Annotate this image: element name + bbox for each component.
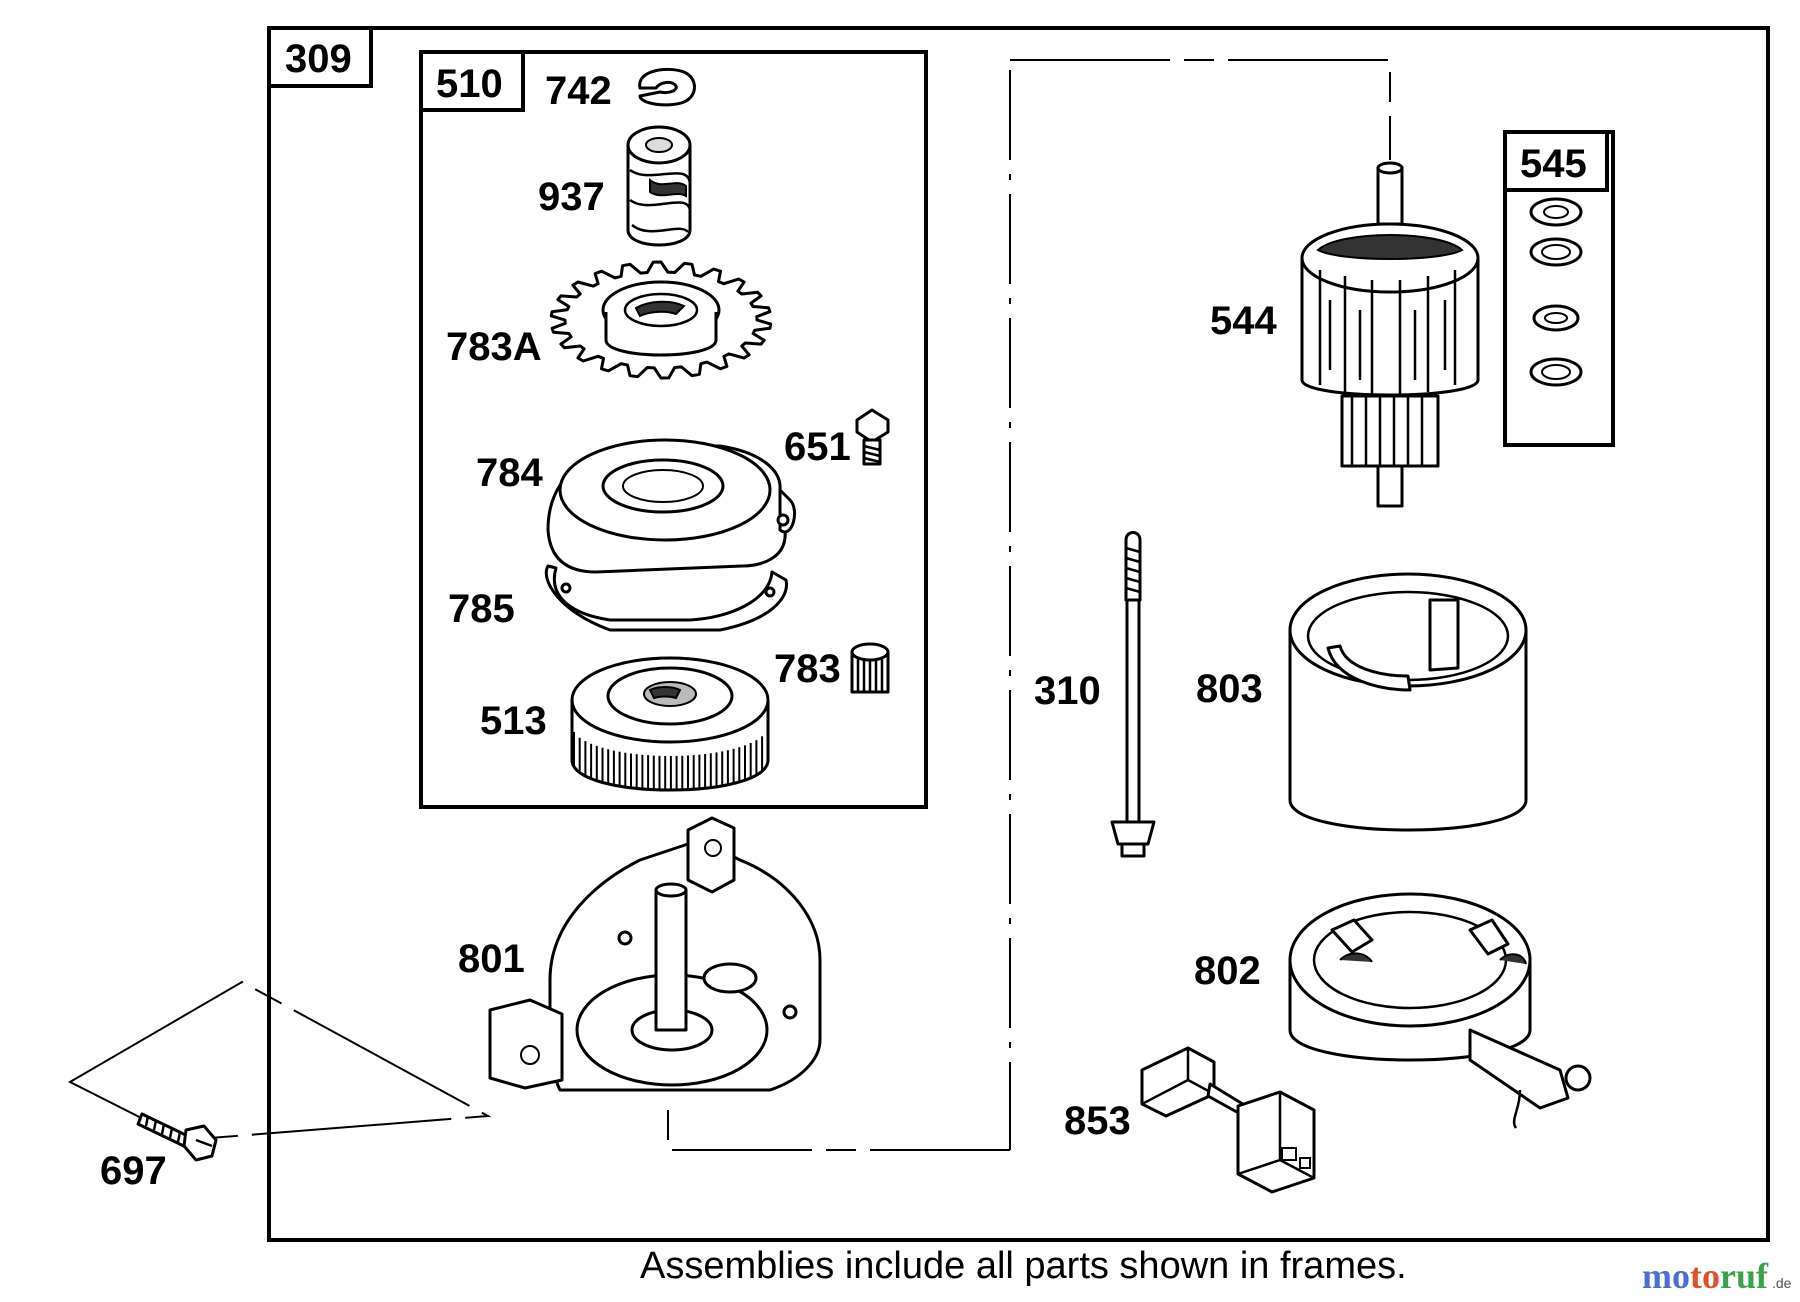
label-697: 697 <box>100 1149 167 1193</box>
leader-line-bolt-697 <box>67 980 492 1142</box>
label-803: 803 <box>1196 667 1263 711</box>
housing-803 <box>1288 572 1528 832</box>
frame-309 <box>267 26 1770 1242</box>
label-785: 785 <box>448 587 515 631</box>
spring-937 <box>626 125 692 247</box>
gear-783a <box>549 260 773 380</box>
label-310: 310 <box>1034 669 1101 713</box>
frame-510-tag <box>419 50 525 112</box>
cover-784 <box>546 438 796 574</box>
bolt-310 <box>1110 531 1156 858</box>
clip-742 <box>638 67 696 107</box>
gasket-785 <box>544 564 788 632</box>
bracket-801 <box>488 816 822 1092</box>
leader-line-armature <box>667 59 1391 1151</box>
watermark-logo: motoruf <box>1642 1256 1769 1296</box>
frame-545-tag <box>1503 130 1609 192</box>
label-937: 937 <box>538 175 605 219</box>
label-853: 853 <box>1064 1099 1131 1143</box>
caption: Assemblies include all parts shown in fr… <box>640 1245 1407 1287</box>
assembly-510-label: 510 <box>436 62 503 106</box>
watermark-suffix: .de <box>1772 1275 1792 1291</box>
pinion-783 <box>850 642 890 694</box>
label-784: 784 <box>476 451 543 495</box>
label-801: 801 <box>458 937 525 981</box>
label-651: 651 <box>784 425 851 469</box>
bolt-697 <box>136 1112 218 1162</box>
connector-853 <box>1140 1046 1316 1194</box>
label-802: 802 <box>1194 949 1261 993</box>
washers-545 <box>1529 197 1583 387</box>
label-544: 544 <box>1210 299 1277 343</box>
screw-651 <box>855 408 890 466</box>
label-783: 783 <box>774 647 841 691</box>
armature-544 <box>1300 161 1480 508</box>
label-783a: 783A <box>446 325 542 369</box>
label-742: 742 <box>545 69 612 113</box>
frame-510 <box>419 50 928 809</box>
frame-309-tag <box>267 26 373 88</box>
watermark-ruf: ruf <box>1720 1256 1769 1296</box>
assembly-309-label: 309 <box>285 37 352 81</box>
brush-cap-802 <box>1288 892 1592 1129</box>
watermark-mo: mo <box>1642 1256 1690 1296</box>
watermark-to: to <box>1690 1256 1720 1296</box>
gear-513 <box>570 656 770 792</box>
assembly-545-label: 545 <box>1520 142 1587 186</box>
label-513: 513 <box>480 699 547 743</box>
